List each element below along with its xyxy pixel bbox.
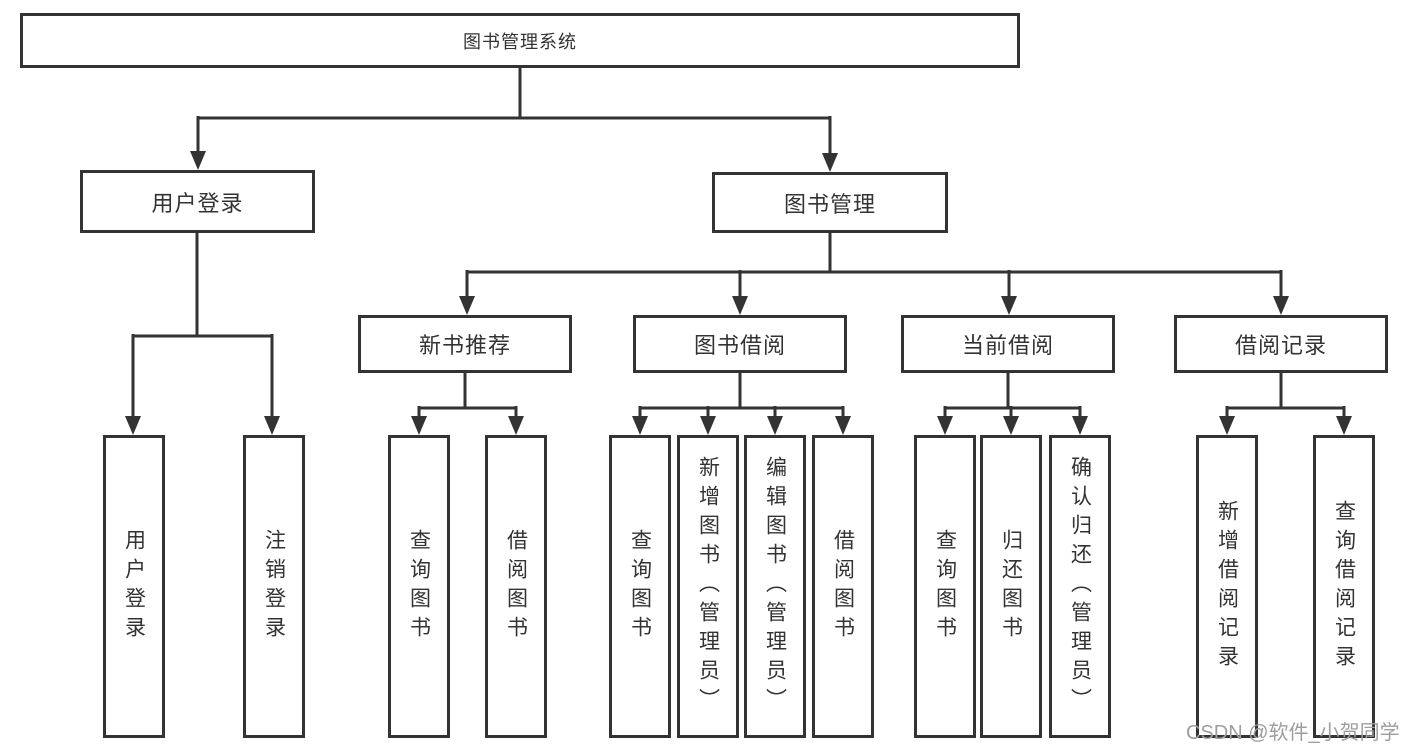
leaf-return-books: 归还图书 xyxy=(980,435,1042,738)
node-book-management: 图书管理 xyxy=(712,172,948,233)
leaf-user-login: 用户登录 xyxy=(103,435,165,738)
node-new-book-recommend-label: 新书推荐 xyxy=(418,333,511,358)
leaf-edit-book-admin-label: 编辑图书（管理员） xyxy=(763,456,787,717)
leaf-current-query-books: 查询图书 xyxy=(914,435,976,738)
node-book-management-label: 图书管理 xyxy=(783,191,876,217)
leaf-newbooks-query-books-label: 查询图书 xyxy=(407,528,431,645)
leaf-borrowing-query-books-label: 查询图书 xyxy=(628,528,652,645)
leaf-borrowing-borrow-books: 借阅图书 xyxy=(812,435,874,738)
leaf-edit-book-admin: 编辑图书（管理员） xyxy=(744,435,806,738)
leaf-return-books-label: 归还图书 xyxy=(999,528,1023,645)
leaf-newbooks-borrow-books: 借阅图书 xyxy=(485,435,547,738)
leaf-borrowing-borrow-books-label: 借阅图书 xyxy=(831,528,855,645)
leaf-confirm-return-admin-label: 确认归还（管理员） xyxy=(1068,456,1092,717)
node-root: 图书管理系统 xyxy=(20,13,1020,68)
leaf-add-borrow-record-label: 新增借阅记录 xyxy=(1215,499,1239,674)
node-user-login: 用户登录 xyxy=(80,170,315,233)
node-borrowing-records-label: 借阅记录 xyxy=(1234,333,1327,358)
node-book-borrowing: 图书借阅 xyxy=(633,315,847,373)
leaf-query-borrow-record-label: 查询借阅记录 xyxy=(1332,499,1356,674)
node-current-borrowing: 当前借阅 xyxy=(901,315,1115,373)
leaf-add-book-admin-label: 新增图书（管理员） xyxy=(696,456,720,717)
node-new-book-recommend: 新书推荐 xyxy=(358,315,572,373)
node-current-borrowing-label: 当前借阅 xyxy=(961,333,1054,358)
leaf-query-borrow-record: 查询借阅记录 xyxy=(1313,435,1375,738)
leaf-add-book-admin: 新增图书（管理员） xyxy=(677,435,739,738)
arrowheads xyxy=(125,151,1352,435)
node-user-login-label: 用户登录 xyxy=(151,190,244,216)
node-root-label: 图书管理系统 xyxy=(463,31,577,52)
leaf-logout-label: 注销登录 xyxy=(262,528,286,645)
leaf-newbooks-query-books: 查询图书 xyxy=(388,435,450,738)
leaf-borrowing-query-books: 查询图书 xyxy=(609,435,671,738)
leaf-current-query-books-label: 查询图书 xyxy=(933,528,957,645)
node-borrowing-records: 借阅记录 xyxy=(1174,315,1388,373)
leaf-add-borrow-record: 新增借阅记录 xyxy=(1196,435,1258,738)
csdn-watermark: CSDN @软件_小贺同学 xyxy=(1186,722,1400,744)
leaf-confirm-return-admin: 确认归还（管理员） xyxy=(1049,435,1111,738)
leaf-logout: 注销登录 xyxy=(243,435,305,738)
node-book-borrowing-label: 图书借阅 xyxy=(693,333,786,358)
leaf-user-login-label: 用户登录 xyxy=(122,528,146,645)
leaf-newbooks-borrow-books-label: 借阅图书 xyxy=(504,528,528,645)
